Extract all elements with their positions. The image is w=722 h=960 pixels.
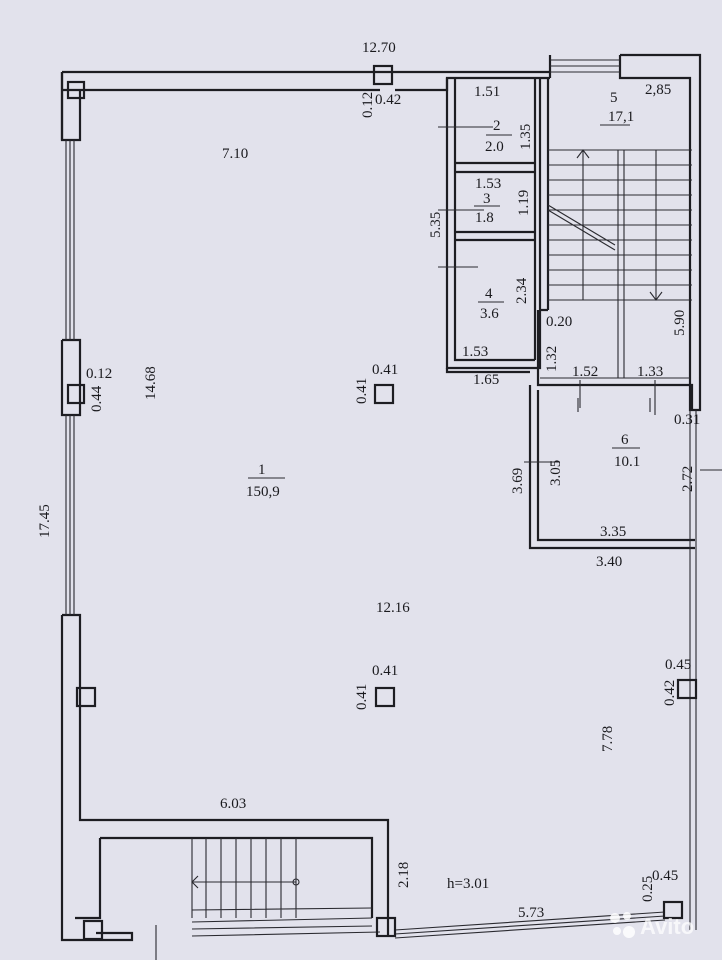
labels: 12.70 0.12 0.42 7.10 1.51 2 2.0 1.35 1.5… (37, 40, 700, 921)
column (676, 678, 698, 700)
dim-left-total: 17.45 (37, 504, 53, 538)
columns (66, 64, 698, 941)
room4-number: 4 (485, 286, 493, 302)
room5-number: 5 (610, 90, 618, 106)
dim-room1-mid: 12.16 (376, 600, 410, 616)
dim-room6-right: 2.72 (680, 466, 696, 492)
dim-col-right-a: 0.45 (665, 657, 691, 673)
dim-room6-outer-depth: 3.69 (510, 468, 526, 494)
watermark-text: Avito (640, 914, 694, 939)
dim-col-top-b: 0.42 (375, 92, 401, 108)
column (66, 383, 86, 405)
dim-room1-top: 7.10 (222, 146, 248, 162)
room3-area: 1.8 (475, 210, 494, 226)
dim-stair-depth: 2.18 (396, 862, 412, 888)
column (66, 80, 86, 100)
dim-room4-width: 1.53 (462, 344, 488, 360)
column (75, 686, 97, 708)
dim-room5-length: 5.90 (672, 310, 688, 336)
avito-watermark: Avito (610, 912, 694, 939)
dim-col-left-a: 0.12 (86, 366, 112, 382)
dim-room6-width: 3.35 (600, 524, 626, 540)
dim-left-upper: 14.68 (143, 366, 159, 400)
dim-room6-wall: 0.31 (674, 412, 700, 428)
dim-col-right-b: 0.42 (662, 680, 678, 706)
dim-rooms-total: 5.35 (428, 212, 444, 238)
dim-col-mid1-a: 0.41 (354, 378, 370, 404)
dim-col-br-a: 0.45 (652, 868, 678, 884)
dim-bottom-wall: 5.73 (518, 905, 544, 921)
ceiling-height: h=3.01 (447, 876, 489, 892)
dim-col-br-b: 0.25 (640, 876, 656, 902)
dim-right-lower: 7.78 (600, 726, 616, 752)
dim-stair-width: 6.03 (220, 796, 246, 812)
column (374, 686, 396, 708)
walls (60, 53, 722, 960)
room3-number: 3 (483, 191, 491, 207)
room2-area: 2.0 (485, 139, 504, 155)
dim-col-top-a: 0.12 (360, 92, 376, 118)
dim-col-left-b: 0.44 (89, 385, 105, 412)
room6-area: 10.1 (614, 454, 640, 470)
dim-room4-depth: 2.34 (514, 277, 530, 304)
dim-room6-outer-width: 3.40 (596, 554, 622, 570)
dim-room5-wall: 0.20 (546, 314, 572, 330)
fraction-lines (248, 124, 651, 479)
room6-number: 6 (621, 432, 629, 448)
dim-room3-width: 1.53 (475, 176, 501, 192)
dim-col-mid2-b: 0.41 (372, 663, 398, 679)
dim-room6-depth: 3.05 (548, 460, 564, 486)
dim-room3-depth: 1.19 (516, 190, 532, 216)
dim-landing: 1.32 (544, 346, 560, 372)
dim-col-mid1-b: 0.41 (372, 362, 398, 378)
dim-room4-outer: 1.65 (473, 372, 499, 388)
dim-room5-width: 2,85 (645, 82, 671, 98)
column (373, 383, 395, 405)
room1-number: 1 (258, 462, 266, 478)
dim-room2-width: 1.51 (474, 84, 500, 100)
column (662, 900, 684, 920)
dim-landing-w2: 1.33 (637, 364, 663, 380)
room5-area: 17,1 (608, 109, 634, 125)
column (372, 64, 394, 86)
room4-area: 3.6 (480, 306, 499, 322)
room2-number: 2 (493, 118, 501, 134)
dim-overall-width: 12.70 (362, 40, 396, 56)
dim-room2-depth: 1.35 (518, 124, 534, 150)
dim-col-mid2-a: 0.41 (354, 684, 370, 710)
column (375, 916, 397, 938)
dim-landing-w1: 1.52 (572, 364, 598, 380)
room1-area: 150,9 (246, 484, 280, 500)
column (82, 919, 104, 941)
